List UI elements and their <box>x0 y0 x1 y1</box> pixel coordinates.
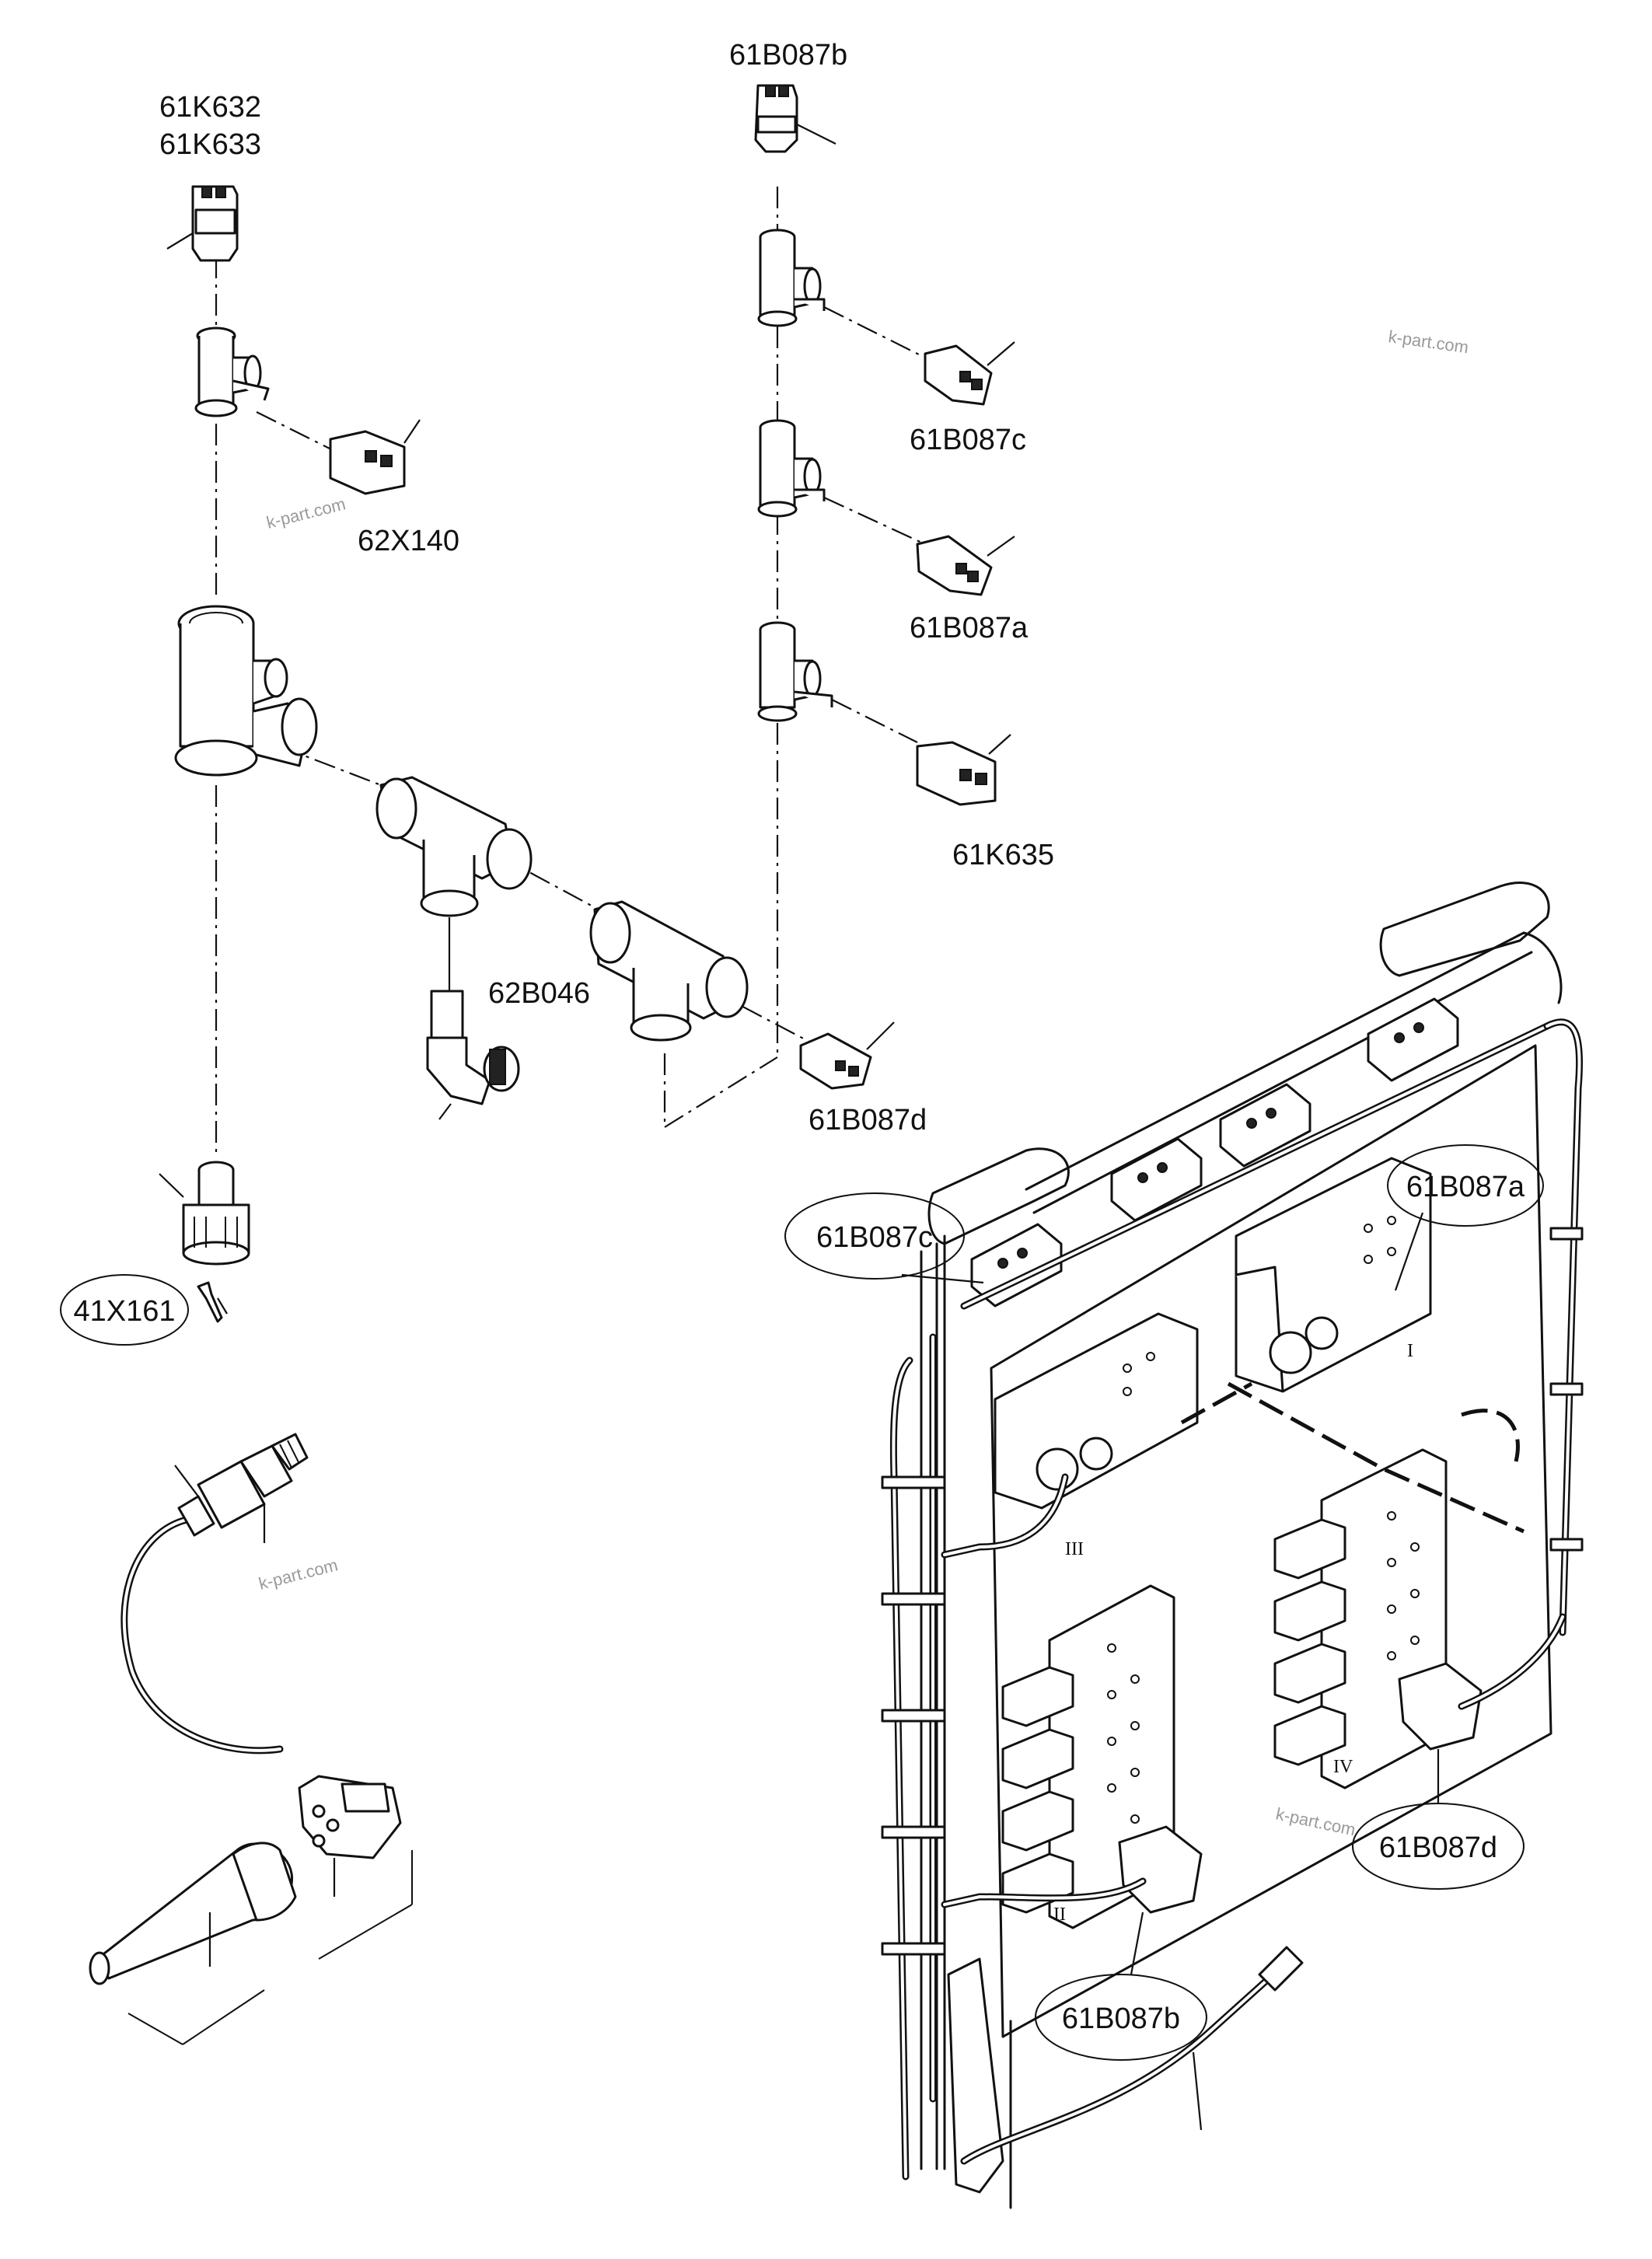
connector-61b087a-exploded[interactable] <box>916 535 1015 596</box>
label-61b087d-top: 61B087d <box>809 1104 927 1136</box>
label-61b087a-top: 61B087a <box>910 612 1029 644</box>
valve-mark-ii: II <box>1053 1905 1066 1925</box>
watermark: k-part.com <box>264 494 348 532</box>
top-valves[interactable] <box>970 997 1459 1308</box>
valve-mark-iv: IV <box>1333 1757 1353 1777</box>
connector-61k632[interactable] <box>166 185 239 262</box>
right-tee[interactable] <box>589 900 749 1042</box>
callout-41x161: 41X161 <box>60 1274 189 1346</box>
frame-assembly <box>881 882 1584 2209</box>
watermark: k-part.com <box>257 1555 340 1593</box>
connector-61b087d-exploded[interactable] <box>799 1021 895 1090</box>
tee-fitting-3[interactable] <box>757 621 833 722</box>
valve-mark-i: I <box>1407 1341 1413 1361</box>
plug-connector[interactable] <box>298 1775 402 1897</box>
left-chain <box>215 187 926 1158</box>
callout-61b087b-frame: 61B087b <box>1035 1912 1207 2061</box>
callout-61b087c-frame: 61B087c <box>784 1192 984 1284</box>
connector-61k635-exploded[interactable] <box>916 734 1011 806</box>
label-61k633: 61K633 <box>159 128 261 161</box>
valve-mark-iii: III <box>1065 1539 1084 1559</box>
label-62x140: 62X140 <box>358 525 459 557</box>
connector-61b087c-exploded[interactable] <box>924 341 1015 406</box>
label-41x161: 41X161 <box>73 1295 175 1328</box>
rubber-boot[interactable] <box>89 1842 297 1985</box>
watermark: k-part.com <box>1387 326 1469 357</box>
valve-block-i[interactable] <box>1235 1157 1432 1393</box>
callout-61b087a-frame: 61B087a <box>1387 1144 1544 1291</box>
tee-fitting-2[interactable] <box>757 419 826 518</box>
middle-tee[interactable] <box>375 776 533 991</box>
label-61k635: 61K635 <box>952 839 1054 871</box>
connector-62x140[interactable] <box>329 419 421 495</box>
valve-block-iv[interactable] <box>1273 1448 1483 1789</box>
label-61k632: 61K632 <box>159 91 261 124</box>
pressure-sensor-with-cable[interactable] <box>120 1433 309 1754</box>
label-61b087c-top: 61B087c <box>910 424 1026 456</box>
tee-fitting-1[interactable] <box>757 229 826 327</box>
connector-61b087b-exploded[interactable] <box>754 84 836 153</box>
label-61b087d-frame: 61B087d <box>1379 1831 1497 1864</box>
label-61b087b-top: 61B087b <box>729 39 847 72</box>
bushing[interactable] <box>159 1161 250 1266</box>
label-61b087c-frame: 61B087c <box>816 1221 933 1254</box>
elbow-fitting[interactable] <box>426 990 520 1120</box>
screw[interactable] <box>197 1281 228 1323</box>
group-bracket-lines <box>127 1850 413 2045</box>
large-tee-left[interactable] <box>174 605 318 777</box>
tee-fitting-upper-left[interactable] <box>194 326 270 417</box>
label-62b046: 62B046 <box>488 977 590 1010</box>
label-61b087a-frame: 61B087a <box>1406 1171 1525 1203</box>
callout-61b087d-frame: 61B087d <box>1352 1749 1525 1890</box>
label-61b087b-frame: 61B087b <box>1062 2002 1180 2035</box>
